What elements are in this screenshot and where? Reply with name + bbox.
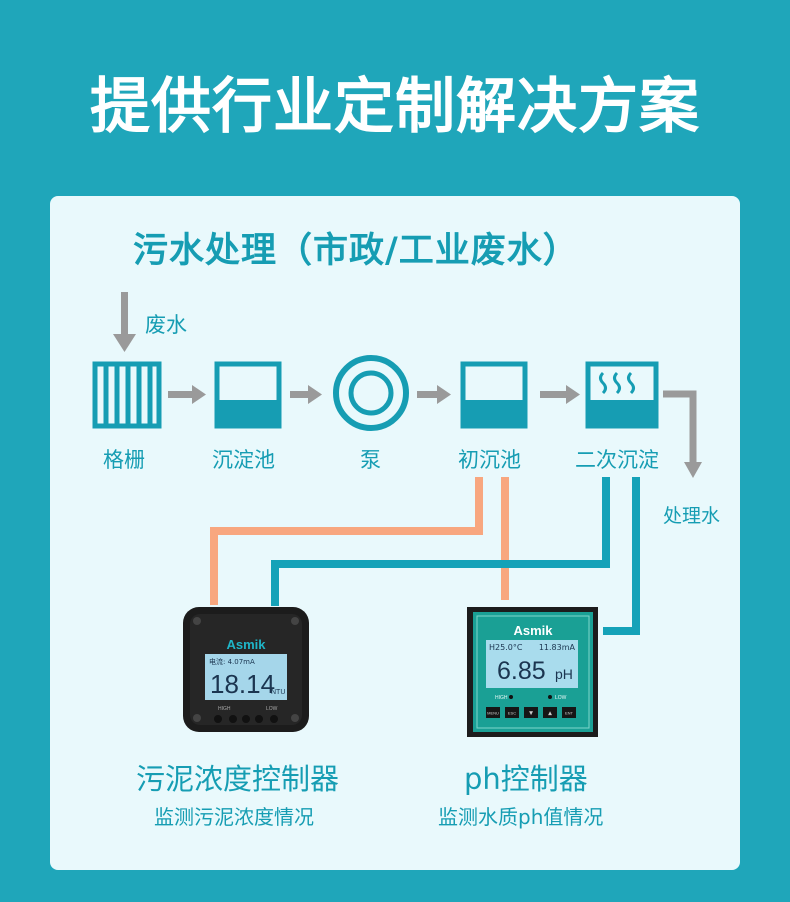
panel-title: 污水处理（市政/工业废水） xyxy=(133,231,579,271)
up-key xyxy=(543,707,557,718)
sludge-controller-name: 污泥浓度控制器 xyxy=(136,762,340,796)
pump-icon xyxy=(333,355,409,431)
stage-label-pump: 泵 xyxy=(360,448,381,472)
grille-icon xyxy=(92,361,162,429)
device-key xyxy=(229,715,237,723)
screen-main-value: 18.14 xyxy=(210,669,275,699)
teal-line-to-ph-controller xyxy=(603,477,640,635)
svg-text:▼: ▼ xyxy=(529,711,533,717)
stage-label-secondary-settling: 二次沉淀 xyxy=(575,448,659,472)
tank-icon xyxy=(214,361,282,429)
svg-text:▲: ▲ xyxy=(548,711,552,717)
output-label: 处理水 xyxy=(663,505,721,527)
lcd-screen xyxy=(205,654,287,700)
stage-arrows xyxy=(168,385,580,404)
ph-controller-desc: 监测水质ph值情况 xyxy=(438,805,604,829)
stage-label-settling-tank: 沉淀池 xyxy=(212,448,275,472)
ph-controller-device: Asmik H25.0°C 11.83mA 6.85 pH HIGH LOW M… xyxy=(467,607,598,737)
esc-key xyxy=(505,707,519,718)
svg-text:ESC: ESC xyxy=(508,711,516,716)
output-arrow xyxy=(663,390,702,478)
device-key xyxy=(214,715,222,723)
svg-text:MENU: MENU xyxy=(487,711,499,716)
device-brand: Asmik xyxy=(513,623,553,638)
screen-current-readout: 电流: 4.07mA xyxy=(209,657,255,666)
sludge-controller-device: Asmik 电流: 4.07mA 18.14 NTU HIGH LOW xyxy=(183,607,309,732)
orange-line-to-sludge-controller xyxy=(210,477,483,605)
input-label: 废水 xyxy=(145,313,187,337)
stage-label-primary-tank: 初沉池 xyxy=(458,448,521,472)
signal-lines xyxy=(210,477,640,635)
page-title: 提供行业定制解决方案 xyxy=(90,72,700,142)
sludge-controller-desc: 监测污泥浓度情况 xyxy=(154,805,314,829)
low-led-label: LOW xyxy=(555,695,567,701)
ph-controller-name: ph控制器 xyxy=(464,762,588,796)
stage-label-grille: 格栅 xyxy=(103,448,145,472)
device-key xyxy=(270,715,278,723)
enter-key xyxy=(562,707,576,718)
tank-icon xyxy=(460,361,528,429)
settling-tank-icon xyxy=(585,361,659,429)
screen-current-readout: 11.83mA xyxy=(539,643,576,652)
teal-line-to-sludge-controller xyxy=(271,477,610,606)
high-led-label: HIGH xyxy=(495,695,508,701)
down-key xyxy=(524,707,538,718)
device-key xyxy=(242,715,250,723)
screen-unit: NTU xyxy=(271,689,285,696)
screen-temperature: H25.0°C xyxy=(489,643,523,652)
device-brand: Asmik xyxy=(226,637,266,652)
menu-key xyxy=(486,707,500,718)
svg-text:ENT: ENT xyxy=(565,711,574,716)
input-arrow xyxy=(113,292,136,352)
high-led-label: HIGH xyxy=(218,706,231,712)
lcd-screen xyxy=(486,640,578,688)
screen-unit: pH xyxy=(555,666,573,682)
device-key xyxy=(255,715,263,723)
screen-main-value: 6.85 xyxy=(497,657,546,685)
low-led-label: LOW xyxy=(266,706,278,712)
